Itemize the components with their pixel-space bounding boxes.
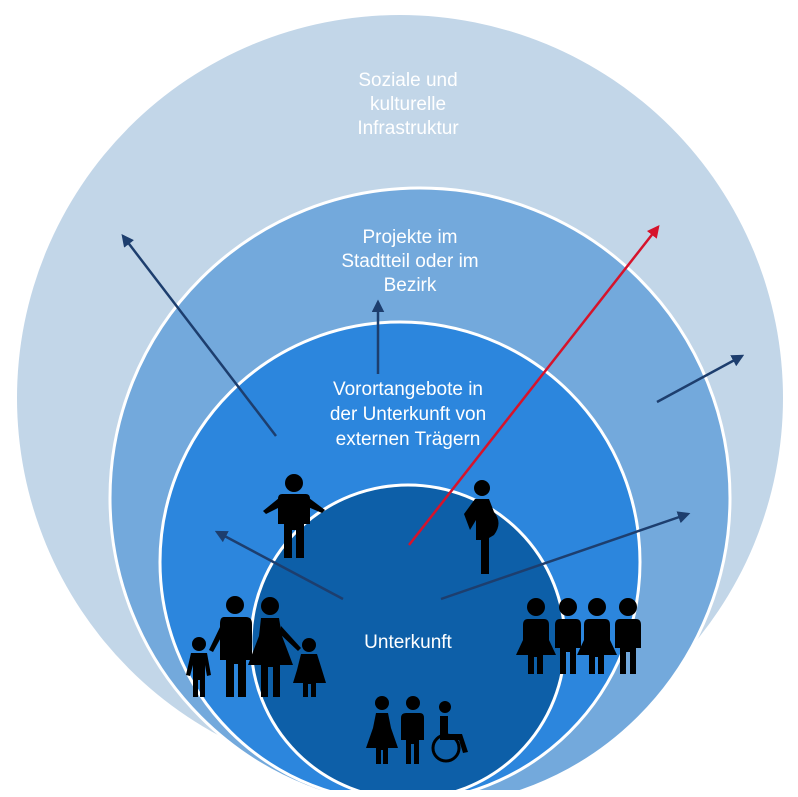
ring-outer-line-2: kulturelle <box>370 94 446 115</box>
ring-outer-line-3: Infrastruktur <box>357 118 459 139</box>
ring-outer-label: Soziale und kulturelle Infrastruktur <box>357 70 459 139</box>
ring-third-label: Vorortangebote in der Unterkunft von ext… <box>330 379 486 450</box>
couple-with-wheelchair-icon <box>366 696 468 764</box>
arrow-up-left <box>121 234 277 437</box>
ring-second-line-2: Stadtteil oder im <box>341 251 478 272</box>
arrow-left-inner <box>214 530 344 601</box>
ring-third-line-1: Vorortangebote in <box>333 379 483 400</box>
arrow-right-outer <box>656 354 745 404</box>
man-icon <box>263 474 325 558</box>
ring-third-line-2: der Unterkunft von <box>330 404 486 425</box>
ring-inner-label: Unterkunft <box>364 632 452 653</box>
group-of-four-icon <box>516 598 641 674</box>
ring-outer-line-1: Soziale und <box>358 70 457 91</box>
ring-second-line-1: Projekte im <box>362 227 457 248</box>
arrow-right-inner <box>440 511 691 601</box>
ring-second-line-3: Bezirk <box>384 275 437 296</box>
pregnant-woman-icon <box>464 480 499 574</box>
ring-second-label: Projekte im Stadtteil oder im Bezirk <box>341 227 478 296</box>
arrow-red <box>408 225 660 546</box>
ring-third-line-3: externen Trägern <box>336 429 481 450</box>
family-icon <box>186 596 326 697</box>
